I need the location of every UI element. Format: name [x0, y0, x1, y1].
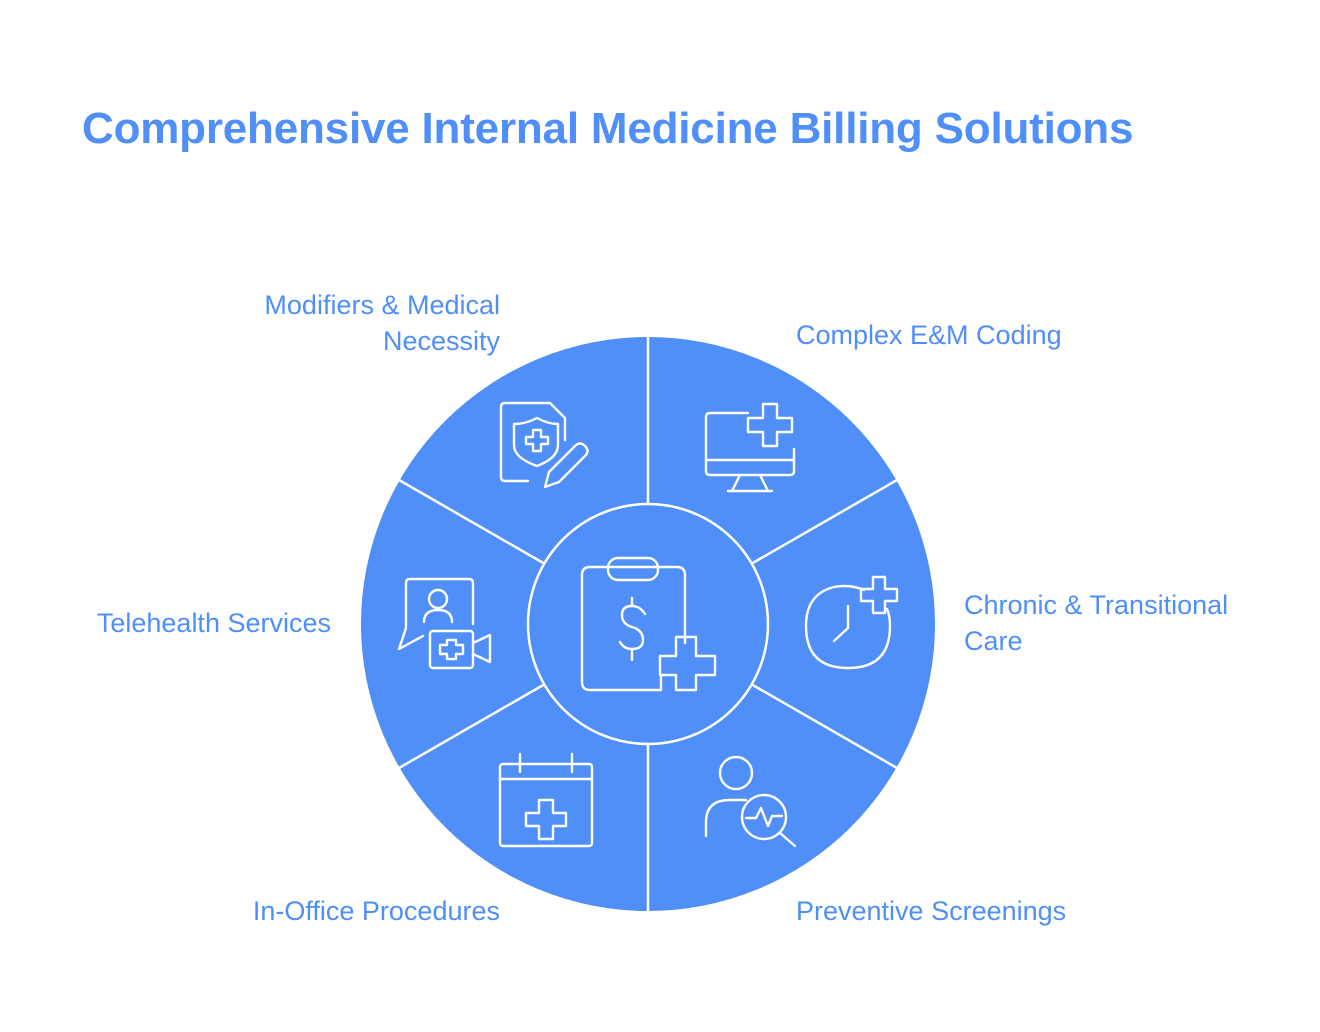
- clipboard-dollar-cross-icon: [580, 556, 717, 692]
- label-in-office-procedures: In-Office Procedures: [253, 893, 500, 929]
- person-magnifier-pulse-icon: [704, 755, 797, 848]
- center-hub: [526, 502, 770, 746]
- chat-person-video-cross-icon: [397, 577, 492, 670]
- label-line: Telehealth Services: [96, 608, 331, 638]
- label-line: Chronic & Transitional: [964, 590, 1229, 620]
- calendar-medical-cross-icon: [498, 752, 594, 848]
- label-modifiers-medical-necessity: Modifiers & Medical Necessity: [264, 287, 500, 359]
- clock-medical-cross-icon: [804, 575, 899, 670]
- monitor-medical-cross-icon: [704, 402, 796, 493]
- divider-lower-right: [750, 682, 898, 770]
- label-line: In-Office Procedures: [252, 896, 500, 926]
- label-line: Modifiers & Medical: [264, 290, 500, 320]
- label-chronic-transitional-care: Chronic & Transitional Care: [964, 587, 1228, 659]
- label-line: Necessity: [382, 326, 500, 356]
- segment-dividers: [398, 337, 898, 911]
- divider-upper-right: [750, 478, 898, 566]
- divider-lower-left: [398, 682, 546, 770]
- label-complex-em-coding: Complex E&M Coding: [796, 317, 1062, 353]
- label-line: Complex E&M Coding: [796, 320, 1062, 350]
- label-line: Care: [964, 626, 1023, 656]
- label-preventive-screenings: Preventive Screenings: [796, 893, 1066, 929]
- page-title: Comprehensive Internal Medicine Billing …: [82, 104, 1134, 153]
- shield-document-pen-icon: [499, 401, 589, 489]
- divider-upper-left: [398, 478, 546, 566]
- label-telehealth-services: Telehealth Services: [97, 605, 331, 641]
- label-line: Preventive Screenings: [796, 896, 1067, 926]
